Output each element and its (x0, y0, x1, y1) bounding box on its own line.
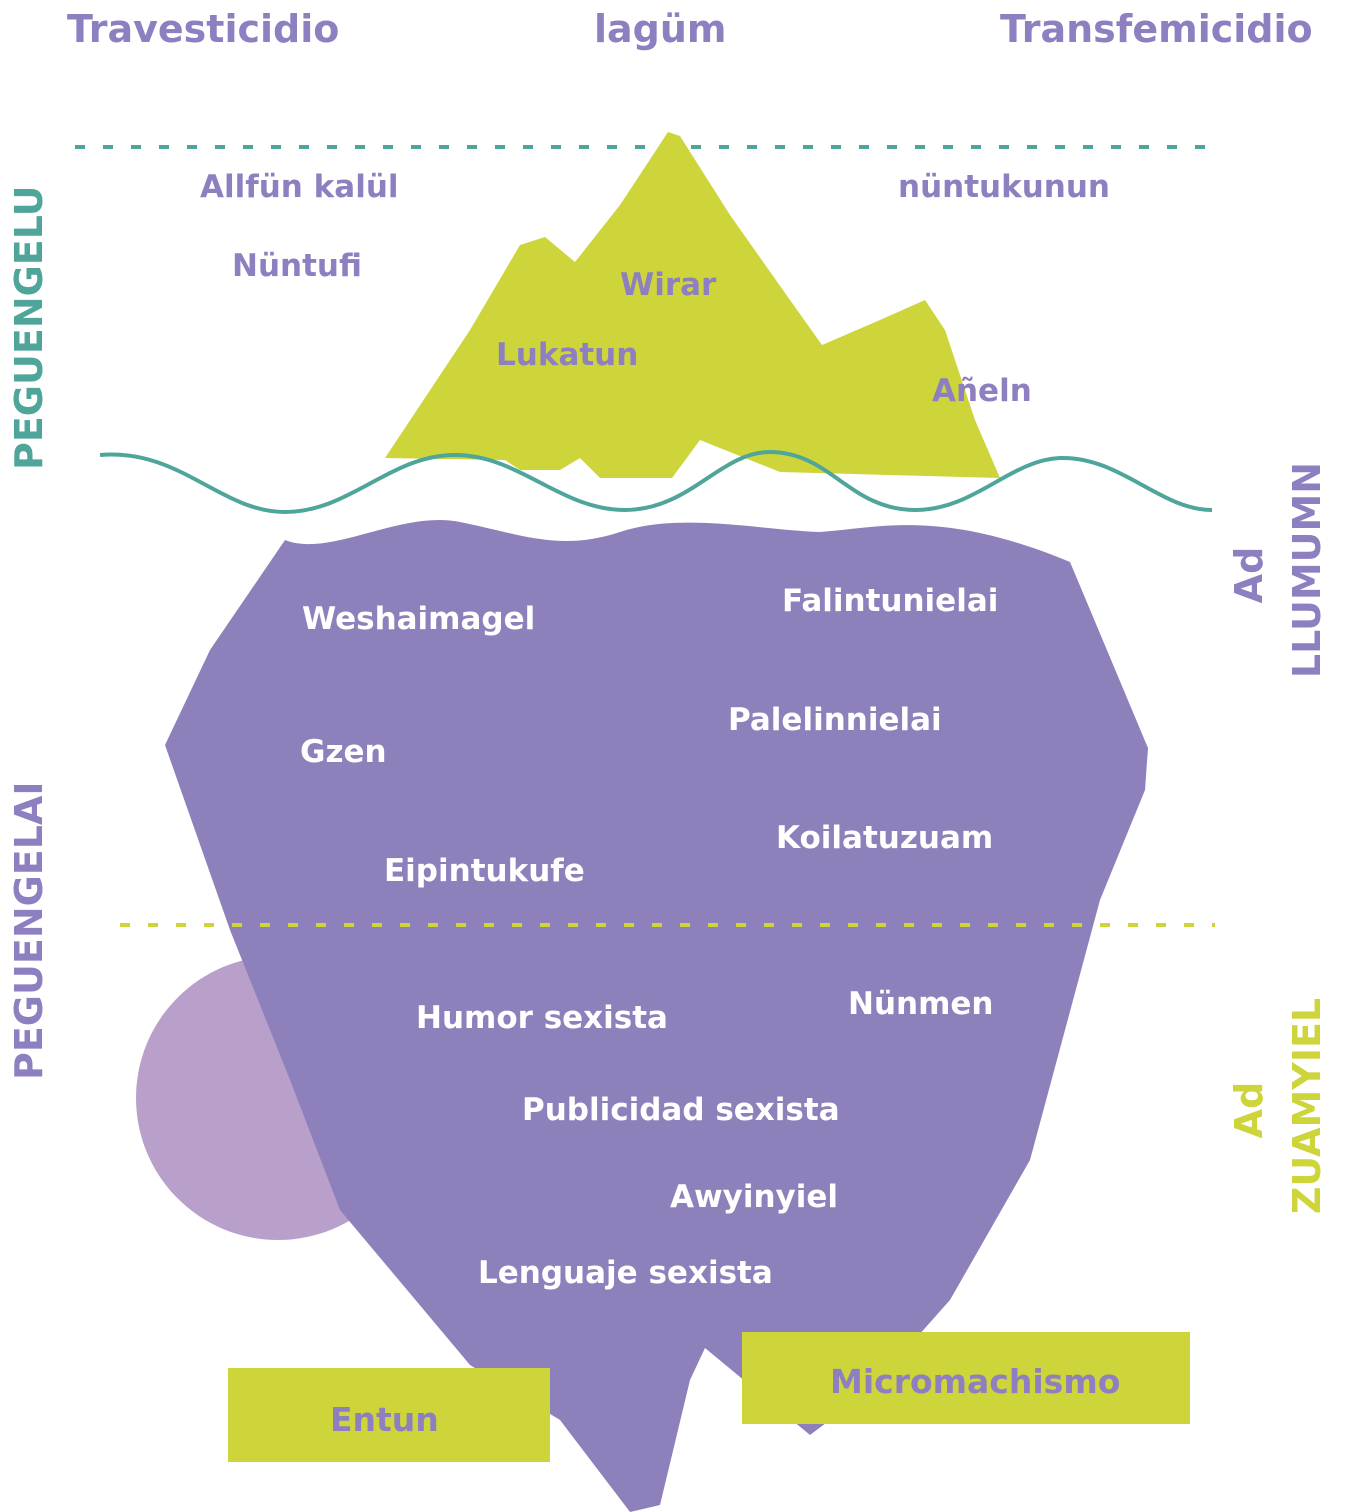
label-gzen: Gzen (300, 734, 387, 770)
label-allfun: Allfün kalül (200, 169, 399, 205)
label-weshaimagel: Weshaimagel (302, 601, 536, 637)
label-nunmen: Nünmen (848, 986, 994, 1022)
iceberg-body (165, 520, 1148, 1512)
label-entun: Entun (330, 1400, 439, 1439)
label-nuntufi: Nüntufi (232, 248, 362, 284)
label-awyinyiel: Awyinyiel (670, 1179, 839, 1215)
iceberg-tip (385, 132, 1000, 478)
side-lower-right-b: ZUAMYIEL (1285, 997, 1329, 1215)
label-publicidad-sexista: Publicidad sexista (522, 1092, 840, 1128)
water-wave (99, 449, 1213, 515)
entun-box (228, 1368, 550, 1462)
label-lukatun: Lukatun (496, 337, 639, 373)
label-aneln: Añeln (932, 373, 1032, 409)
side-upper-right-a: Ad (1227, 546, 1271, 604)
side-lower-right-a: Ad (1227, 1081, 1271, 1139)
header-right: Transfemicidio (1000, 7, 1313, 51)
header-left: Travesticidio (67, 7, 340, 51)
micromachismo-box (742, 1332, 1190, 1424)
label-lenguaje-sexista: Lenguaje sexista (478, 1255, 773, 1291)
side-upper-right-b: LLUMUMN (1285, 461, 1329, 679)
label-palelinnielai: Palelinnielai (728, 702, 942, 738)
side-lower-left: PEGUENGELAI (7, 781, 51, 1080)
label-eipintukufe: Eipintukufe (384, 853, 585, 889)
label-wirar: Wirar (620, 267, 717, 303)
label-micromachismo: Micromachismo (830, 1362, 1121, 1401)
label-nuntukunun: nüntukunun (898, 169, 1110, 205)
label-humor-sexista: Humor sexista (416, 1000, 668, 1036)
side-upper-left: PEGUENGELU (7, 185, 51, 470)
header-center: lagüm (594, 7, 727, 51)
label-koilatuzuam: Koilatuzuam (776, 820, 994, 856)
label-falintunielai: Falintunielai (782, 583, 999, 619)
